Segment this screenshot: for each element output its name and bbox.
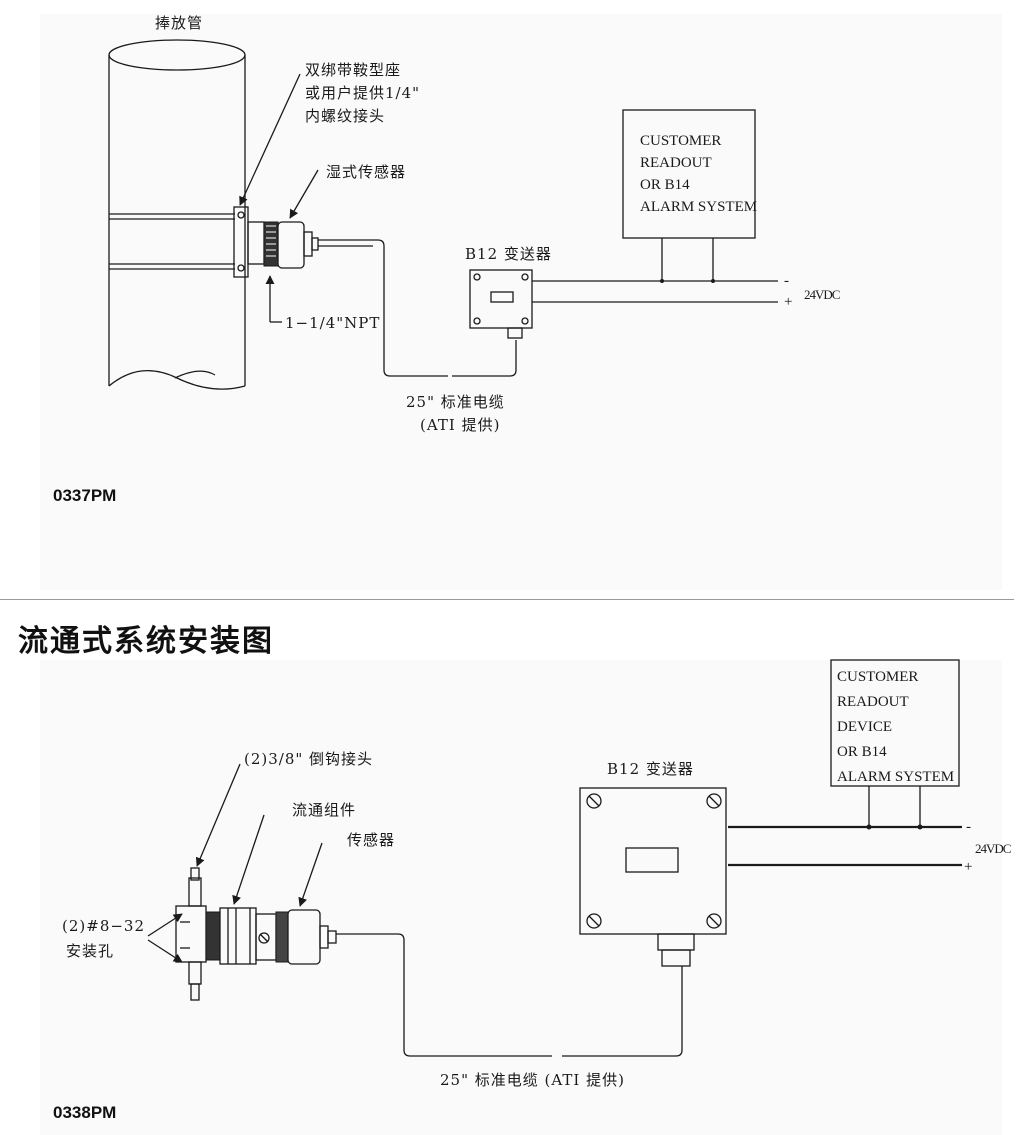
b12-transmitter-top xyxy=(469,269,533,339)
drawing-id-bottom: 0338PM xyxy=(53,1103,117,1122)
barb-label: (2)3/8" 倒钩接头 xyxy=(244,750,373,768)
mount-label-line1: (2)#8−32 xyxy=(62,917,145,935)
saddle-label-line2: 或用户提供1/4" xyxy=(305,84,420,102)
customer-readout-box-top xyxy=(622,109,756,239)
readout-top-line2: READOUT xyxy=(640,155,712,171)
b12-transmitter-bottom xyxy=(579,787,727,967)
readout-top-line3: OR B14 xyxy=(640,177,690,193)
saddle-straps xyxy=(109,206,249,278)
wet-sensor xyxy=(247,221,319,269)
readout-bottom-line1: CUSTOMER xyxy=(837,669,918,685)
readout-bottom-line3: DEVICE xyxy=(837,719,892,735)
top-diagram-panel xyxy=(40,14,1002,590)
top-installation-diagram: 捧放管 双绑带鞍型座 或用户提供1/4" 内螺纹接头 湿式传感器 1−1/4"N… xyxy=(108,14,841,434)
flow-cell-assembly xyxy=(175,867,337,1001)
voltage-label-top: 24VDC xyxy=(804,287,840,302)
cable-label-bottom: 25" 标准电缆 (ATI 提供) xyxy=(440,1071,625,1089)
sensor-label: 湿式传感器 xyxy=(326,163,406,181)
flow-assembly-label: 流通组件 xyxy=(292,801,356,819)
minus-sign-top: - xyxy=(784,273,789,289)
readout-top-line1: CUSTOMER xyxy=(640,133,721,149)
cable-label-top-line1: 25" 标准电缆 xyxy=(406,393,505,411)
pipe-label: 捧放管 xyxy=(155,14,203,32)
top-cable xyxy=(318,239,517,377)
section-title: 流通式系统安装图 xyxy=(18,624,274,659)
sensor-label-bottom: 传感器 xyxy=(347,831,395,849)
npt-label: 1−1/4"NPT xyxy=(285,314,380,332)
cable-label-top-line2: (ATI 提供) xyxy=(420,416,500,434)
transmitter-label-top: B12 变送器 xyxy=(465,245,552,263)
bottom-cable xyxy=(336,933,683,1057)
mount-label-line2: 安装孔 xyxy=(66,942,114,960)
plus-sign-top: + xyxy=(784,294,792,310)
minus-sign-bottom: - xyxy=(966,819,971,835)
transmitter-label-bottom: B12 变送器 xyxy=(607,760,694,778)
customer-readout-box-bottom xyxy=(830,659,960,787)
readout-bottom-line2: READOUT xyxy=(837,694,909,710)
voltage-label-bottom: 24VDC xyxy=(975,841,1011,856)
readout-bottom-line4: OR B14 xyxy=(837,744,887,760)
plus-sign-bottom: + xyxy=(964,859,972,875)
saddle-label-line3: 内螺纹接头 xyxy=(305,107,385,125)
pipe xyxy=(108,39,246,390)
bottom-installation-diagram: (2)3/8" 倒钩接头 流通组件 传感器 (2)#8−32 安装孔 B12 变… xyxy=(62,659,1012,1089)
saddle-label-line1: 双绑带鞍型座 xyxy=(305,61,401,79)
readout-bottom-line5: ALARM SYSTEM xyxy=(837,769,954,785)
section-divider xyxy=(0,599,1014,600)
drawing-id-top: 0337PM xyxy=(53,486,117,505)
readout-top-line4: ALARM SYSTEM xyxy=(640,199,757,215)
